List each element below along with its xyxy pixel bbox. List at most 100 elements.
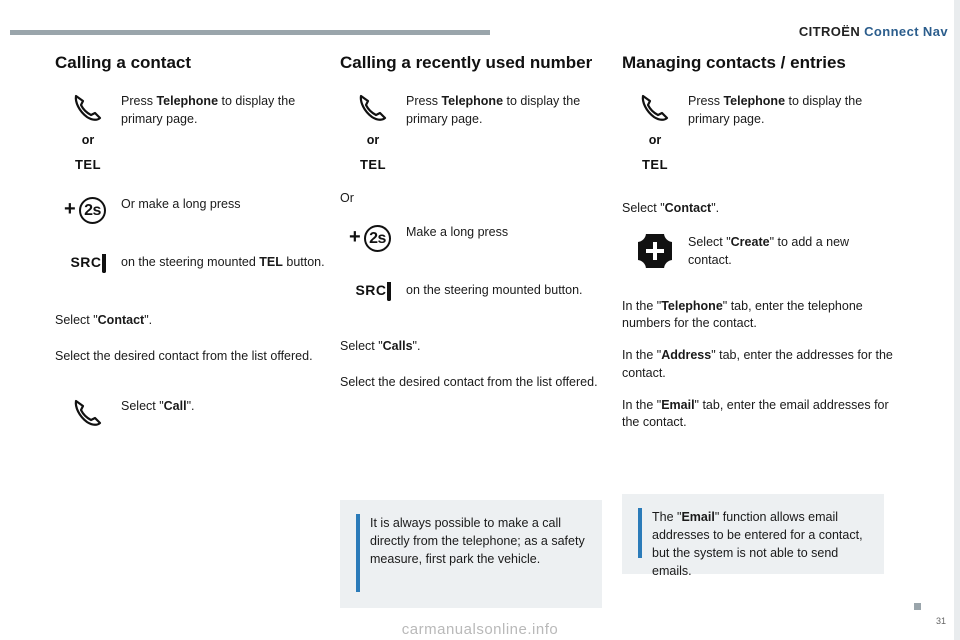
text-bold: Calls (382, 339, 413, 353)
page-number: 31 (935, 616, 946, 626)
page-edge-rail (954, 0, 960, 640)
or-label: or (648, 133, 662, 148)
text-part1: Select " (340, 339, 383, 353)
text-bold: Telephone (661, 298, 723, 313)
text-part1: In the " (622, 348, 662, 362)
column-managing-contacts: Managing contacts / entries or TEL Press… (622, 52, 894, 446)
tel-button-label: TEL (359, 157, 387, 173)
info-bar-icon (356, 514, 360, 592)
text-part1: Select " (55, 313, 98, 328)
page-title-managing-contacts: Managing contacts / entries (622, 53, 846, 72)
step-text-bold: Telephone (441, 94, 504, 109)
step-text-bold: Call (163, 398, 187, 413)
address-tab-text: In the "Address" tab, enter the addresse… (622, 347, 894, 383)
step-text: Select "Call". (121, 396, 327, 416)
select-desired-contact-text: Select the desired contact from the list… (55, 349, 313, 363)
step-text: on the steering mounted button. (406, 283, 583, 297)
icon-cell (55, 396, 121, 428)
src-icon: SRC (64, 254, 112, 274)
brand-product: Connect Nav (864, 24, 948, 39)
telephone-tab-text: In the "Telephone" tab, enter the teleph… (622, 298, 894, 334)
add-contact-icon (637, 233, 673, 269)
src-icon: SRC (349, 282, 397, 301)
step-text-part3: " to add a new contact. (688, 235, 850, 267)
text-bold: Address (661, 348, 712, 362)
step-text: on the steering mounted TEL button. (121, 252, 327, 272)
footer-marker (914, 603, 921, 610)
step-create-contact: Select "Create" to add a new contact. (622, 232, 894, 270)
step-long-press: + 2s Make a long press (340, 222, 612, 254)
phone-icon (638, 93, 672, 123)
select-calls-text: Select "Calls". (340, 338, 612, 356)
text-bold: Email (661, 397, 695, 412)
step-text-part1: Select " (121, 398, 164, 413)
step-press-telephone: or TEL Press Telephone to display the pr… (55, 91, 327, 172)
text-part3: " tab, enter the addresses for the conta… (622, 348, 893, 380)
select-contact-text: Select "Contact". (622, 200, 894, 218)
text-bold: Contact (97, 313, 145, 328)
step-steering-button: SRC on the steering mounted button. (340, 280, 612, 301)
step-text-bold: Telephone (723, 94, 786, 109)
text-part3: " tab, enter the telephone numbers for t… (622, 298, 863, 331)
step-steering-tel: SRC on the steering mounted TEL button. (55, 252, 327, 274)
step-text: Or make a long press (121, 197, 241, 212)
phone-icon (71, 93, 105, 123)
page-title-recent-number: Calling a recently used number (340, 53, 593, 72)
icon-cell: or TEL (55, 91, 121, 172)
text-part3: ". (412, 339, 421, 353)
step-text-bold: Create (730, 235, 770, 249)
info-bar-icon (638, 508, 642, 558)
plus-2s-icon: + 2s (349, 224, 397, 254)
step-text-bold: TEL (259, 255, 283, 270)
step-text: Select "Create" to add a new contact. (688, 232, 894, 270)
step-text-bold: Telephone (156, 94, 219, 109)
step-text: Press Telephone to display the primary p… (688, 91, 894, 129)
note-call-directly: It is always possible to make a call dir… (340, 500, 602, 608)
step-text-part1: Press (121, 94, 157, 109)
text-part1: In the " (622, 298, 662, 313)
text-part1: In the " (622, 397, 662, 412)
text-bold: Contact (664, 201, 712, 216)
note-email-function: The "Email" function allows email addres… (622, 494, 884, 578)
or-label: or (81, 133, 95, 148)
header-rule (10, 30, 490, 35)
step-press-telephone: or TEL Press Telephone to display the pr… (340, 91, 612, 172)
note-text: It is always possible to make a call dir… (370, 516, 585, 567)
step-text-part3: button. (282, 255, 325, 270)
brand-logo: CITROËN Connect Nav (799, 24, 948, 39)
icon-cell: + 2s (340, 222, 406, 254)
icon-cell: + 2s (55, 194, 121, 226)
step-text-part1: on the steering mounted (121, 255, 260, 270)
phone-icon (356, 93, 390, 123)
step-text-part3: to display the primary page. (406, 94, 581, 126)
text-part3: ". (144, 313, 153, 328)
email-tab-text: In the "Email" tab, enter the email addr… (622, 397, 894, 433)
column-calling-a-contact: Calling a contact or TEL Press Telephone… (55, 52, 327, 436)
text-part3: " tab, enter the email addresses for the… (622, 397, 889, 430)
step-press-telephone: or TEL Press Telephone to display the pr… (622, 91, 894, 172)
tel-button-label: TEL (641, 157, 669, 173)
text-part3: ". (711, 201, 720, 216)
select-desired-contact-text: Select the desired contact from the list… (340, 374, 598, 389)
icon-cell: SRC (340, 280, 406, 301)
step-text-part3: to display the primary page. (688, 94, 863, 126)
brand-name: CITROËN (798, 24, 865, 39)
note-text-bold: Email (681, 510, 715, 524)
step-text-part1: Press (688, 94, 724, 109)
note-text: The "Email" function allows email addres… (652, 508, 868, 581)
page-title-calling-contact: Calling a contact (55, 53, 192, 72)
step-text-part1: Select " (688, 235, 731, 249)
step-text-part1: Press (406, 94, 442, 109)
step-text: Press Telephone to display the primary p… (121, 91, 327, 129)
icon-cell: SRC (55, 252, 121, 274)
select-contact-text: Select "Contact". (55, 312, 327, 330)
phone-icon (71, 398, 105, 428)
watermark: carmanualsonline.info (401, 621, 559, 638)
step-text-part3: to display the primary page. (121, 94, 296, 126)
column-calling-recent-number: Calling a recently used number or TEL Pr… (340, 52, 612, 406)
icon-cell: or TEL (622, 91, 688, 172)
icon-cell: or TEL (340, 91, 406, 172)
step-text: Press Telephone to display the primary p… (406, 91, 612, 129)
or-label: or (366, 133, 380, 148)
